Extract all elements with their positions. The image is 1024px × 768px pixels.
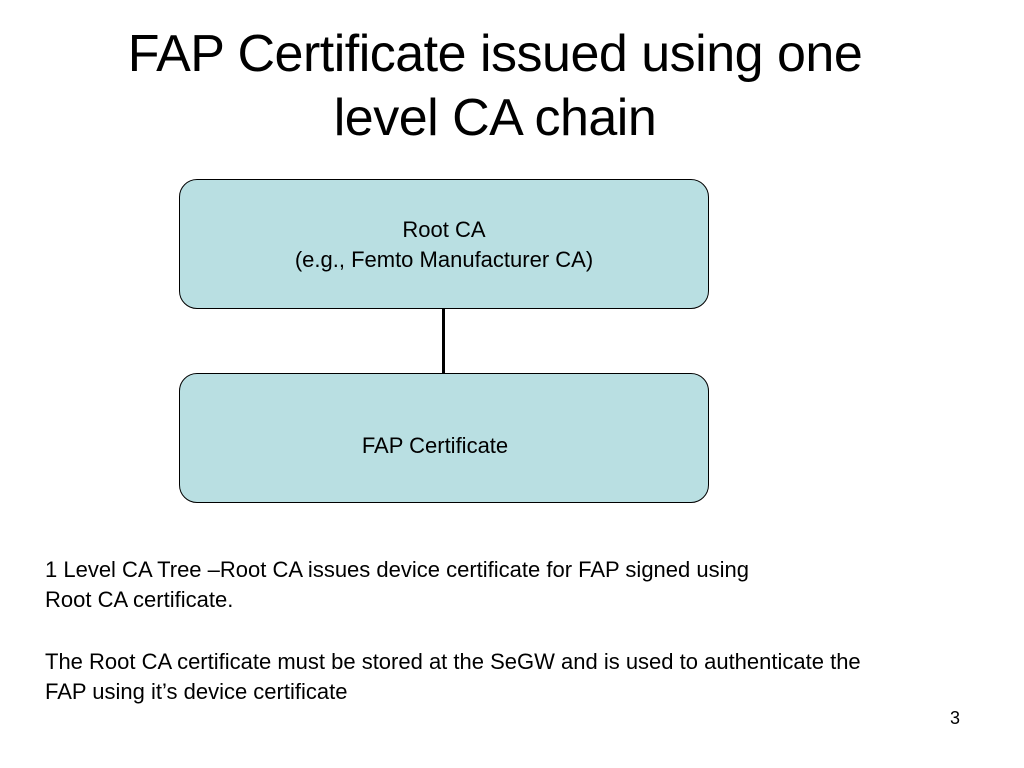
slide-title: FAP Certificate issued using one level C…	[40, 22, 950, 150]
slide-title-line: FAP Certificate issued using one	[127, 25, 863, 83]
slide-title-line: level CA chain	[333, 89, 657, 147]
root-ca-label: Root CA	[402, 217, 486, 242]
notes-paragraph-2: The Root CA certificate must be stored a…	[45, 647, 1020, 707]
root-ca-box: Root CA (e.g., Femto Manufacturer CA)	[179, 179, 709, 309]
notes-line: The Root CA certificate must be stored a…	[45, 649, 861, 674]
notes-line: FAP using it’s device certificate	[45, 679, 348, 704]
root-ca-example: (e.g., Femto Manufacturer CA)	[294, 247, 594, 272]
notes-line: 1 Level CA Tree –Root CA issues device c…	[45, 557, 749, 582]
notes-line: Root CA certificate.	[45, 587, 234, 612]
notes-paragraph-1: 1 Level CA Tree –Root CA issues device c…	[45, 555, 1020, 615]
slide-number: 3	[949, 708, 960, 728]
slide-notes: 1 Level CA Tree –Root CA issues device c…	[45, 555, 1020, 707]
fap-certificate-box: FAP Certificate	[179, 373, 709, 503]
chain-connector-line	[442, 309, 445, 373]
fap-certificate-label: FAP Certificate	[361, 433, 509, 458]
